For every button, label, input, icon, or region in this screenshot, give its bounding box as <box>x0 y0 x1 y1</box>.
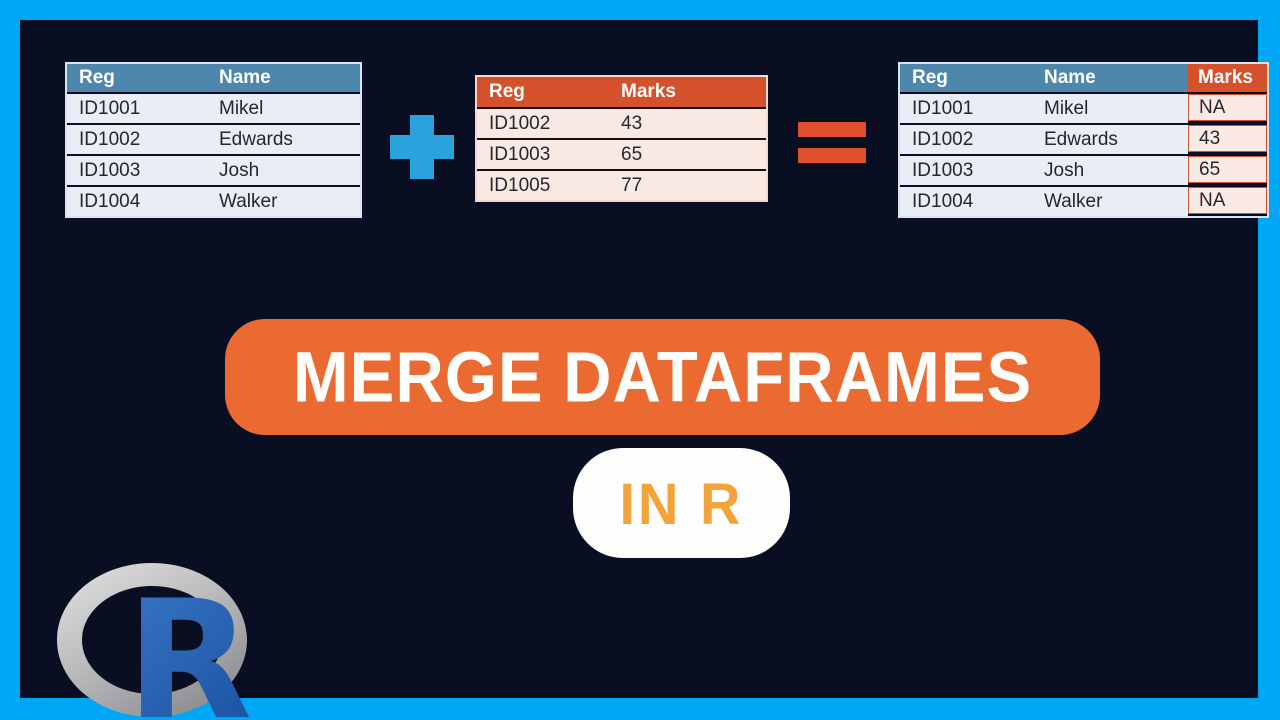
table-row: ID1003 65 <box>477 140 766 169</box>
table-row: ID1004 Walker NA <box>900 187 1267 216</box>
equals-bottom-bar <box>798 148 866 163</box>
reg-cell: ID1004 <box>67 187 207 216</box>
reg-cell: ID1002 <box>900 125 1032 154</box>
marks-cell: NA <box>1188 187 1267 214</box>
column-header-marks: Marks <box>621 81 676 102</box>
reg-cell: ID1003 <box>900 156 1032 185</box>
table-row: ID1003 Josh <box>67 156 360 185</box>
equals-top-bar <box>798 122 866 137</box>
name-cell: Edwards <box>1032 125 1188 154</box>
names-table: Reg Name ID1001 Mikel ID1002 Edwards ID1… <box>65 62 362 218</box>
merged-table: Reg Name Marks ID1001 Mikel NA ID1002 Ed… <box>898 62 1269 218</box>
table-row: ID1002 43 <box>477 109 766 138</box>
name-cell: Josh <box>1032 156 1188 185</box>
table-row: ID1004 Walker <box>67 187 360 216</box>
marks-cell: NA <box>1188 94 1267 121</box>
column-header-marks: Marks <box>1188 64 1267 92</box>
plus-icon <box>390 115 454 179</box>
plus-horizontal-bar <box>390 135 454 159</box>
column-header-reg: Reg <box>912 67 948 88</box>
thumbnail-background: Reg Name ID1001 Mikel ID1002 Edwards ID1… <box>20 20 1269 718</box>
column-header-name: Name <box>219 67 271 88</box>
reg-cell: ID1002 <box>477 109 609 138</box>
subtitle-text: IN R <box>619 469 744 537</box>
merged-header-blue-group: Reg Name <box>900 64 1188 92</box>
marks-cell: 43 <box>1188 125 1267 152</box>
marks-cell: 65 <box>1188 156 1267 183</box>
reg-cell: ID1001 <box>900 94 1032 123</box>
marks-table-header: Reg Marks <box>477 77 766 107</box>
marks-cell: 77 <box>609 171 766 200</box>
column-header-reg: Reg <box>79 67 115 88</box>
merged-table-header: Reg Name Marks <box>900 64 1267 92</box>
table-row: ID1005 77 <box>477 171 766 200</box>
name-cell: Josh <box>207 156 360 185</box>
reg-cell: ID1001 <box>67 94 207 123</box>
name-cell: Mikel <box>207 94 360 123</box>
table-row: ID1001 Mikel NA <box>900 94 1267 123</box>
marks-cell: 65 <box>609 140 766 169</box>
subtitle-pill: IN R <box>573 448 790 558</box>
reg-cell: ID1003 <box>67 156 207 185</box>
name-cell: Walker <box>207 187 360 216</box>
name-cell: Mikel <box>1032 94 1188 123</box>
marks-cell: 43 <box>609 109 766 138</box>
column-header-reg: Reg <box>489 81 525 102</box>
logo-letter: R <box>126 565 252 718</box>
equals-icon <box>798 122 866 164</box>
reg-cell: ID1002 <box>67 125 207 154</box>
table-row: ID1001 Mikel <box>67 94 360 123</box>
marks-table: Reg Marks ID1002 43 ID1003 65 ID1005 77 <box>475 75 768 202</box>
title-banner: MERGE DATAFRAMES <box>225 319 1100 435</box>
r-language-logo-icon: R <box>57 563 252 718</box>
names-table-header: Reg Name <box>67 64 360 92</box>
reg-cell: ID1004 <box>900 187 1032 216</box>
page-title: MERGE DATAFRAMES <box>292 337 1033 417</box>
name-cell: Walker <box>1032 187 1188 216</box>
column-header-name: Name <box>1044 67 1096 88</box>
reg-cell: ID1005 <box>477 171 609 200</box>
table-row: ID1002 Edwards 43 <box>900 125 1267 154</box>
reg-cell: ID1003 <box>477 140 609 169</box>
table-row: ID1003 Josh 65 <box>900 156 1267 185</box>
name-cell: Edwards <box>207 125 360 154</box>
table-row: ID1002 Edwards <box>67 125 360 154</box>
